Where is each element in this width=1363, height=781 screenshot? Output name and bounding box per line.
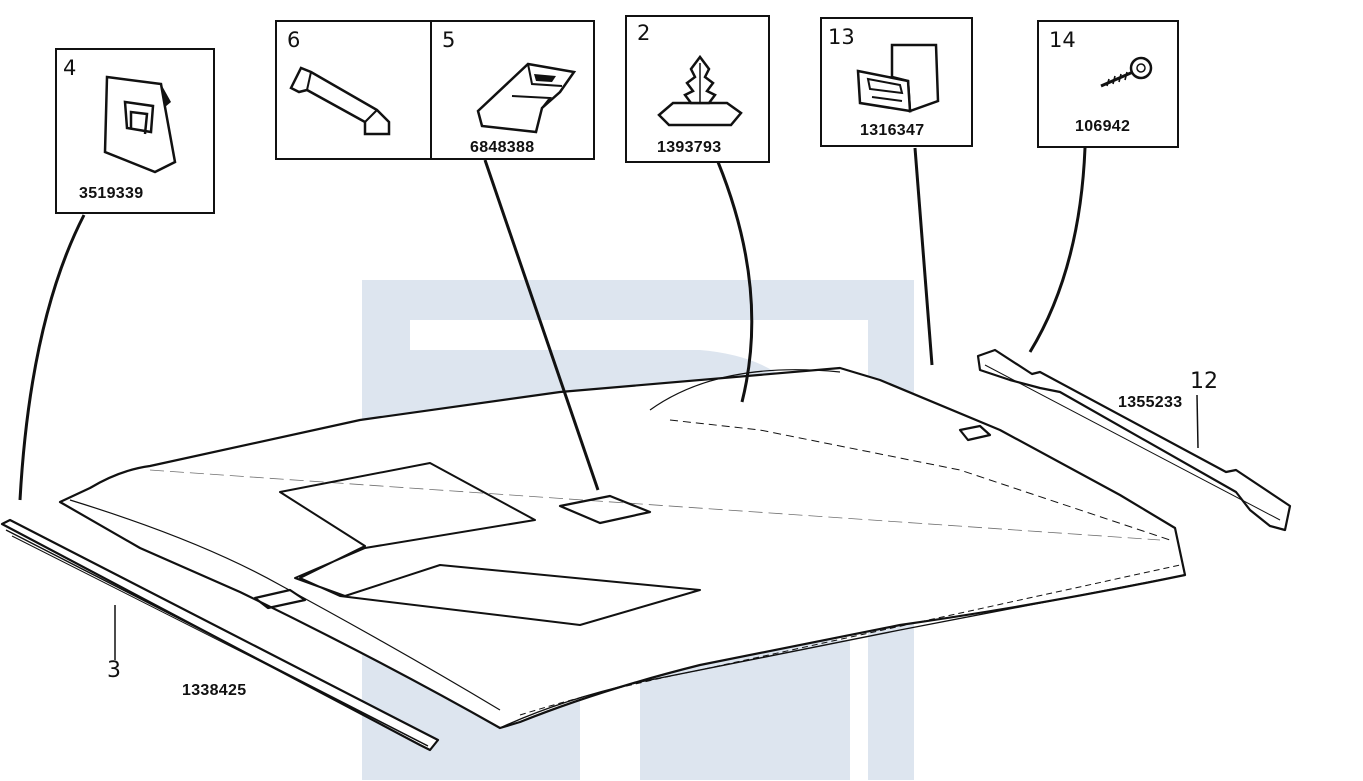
u-nut-clip-icon (856, 43, 940, 113)
callout-box-14: 14 106942 (1037, 20, 1179, 148)
retainer-clip-icon (476, 62, 577, 134)
callout-number-3: 3 (107, 658, 121, 683)
callout-box-6: 6 (275, 20, 433, 160)
callout-number-13: 13 (828, 25, 855, 49)
screw-icon (1100, 56, 1153, 88)
leader-14 (1028, 147, 1087, 353)
part-number-5: 6848388 (470, 139, 535, 156)
callout-number-5: 5 (442, 28, 456, 52)
leader-5 (483, 159, 600, 491)
part-number-14: 106942 (1075, 118, 1131, 135)
part-number-3: 1338425 (182, 682, 247, 699)
callout-box-2: 2 1393793 (625, 15, 770, 163)
callout-box-5: 5 6848388 (430, 20, 595, 160)
callout-number-6: 6 (287, 28, 301, 52)
leader-13 (913, 147, 934, 366)
side-trim-strip-icon (0, 518, 440, 752)
push-rivet-icon (657, 54, 743, 127)
leader-12 (1196, 394, 1199, 449)
callout-number-4: 4 (63, 56, 77, 80)
callout-number-14: 14 (1049, 28, 1076, 52)
leader-2 (716, 161, 754, 403)
part-number-2: 1393793 (657, 139, 722, 156)
callout-box-4: 4 3519339 (55, 48, 215, 214)
headliner-panel-icon (58, 366, 1187, 730)
callout-number-12: 12 (1190, 369, 1218, 394)
leader-lines (18, 147, 1199, 660)
callout-box-13: 13 1316347 (820, 17, 973, 147)
headliner-clip-icon (103, 75, 177, 174)
part-number-4: 3519339 (79, 185, 144, 202)
part-number-13: 1316347 (860, 122, 925, 139)
part-number-12: 1355233 (1118, 394, 1183, 411)
bracket-clip-icon (289, 66, 391, 136)
rear-trim-strip-icon (976, 348, 1292, 532)
leader-4 (18, 214, 86, 501)
callout-number-2: 2 (637, 21, 651, 45)
